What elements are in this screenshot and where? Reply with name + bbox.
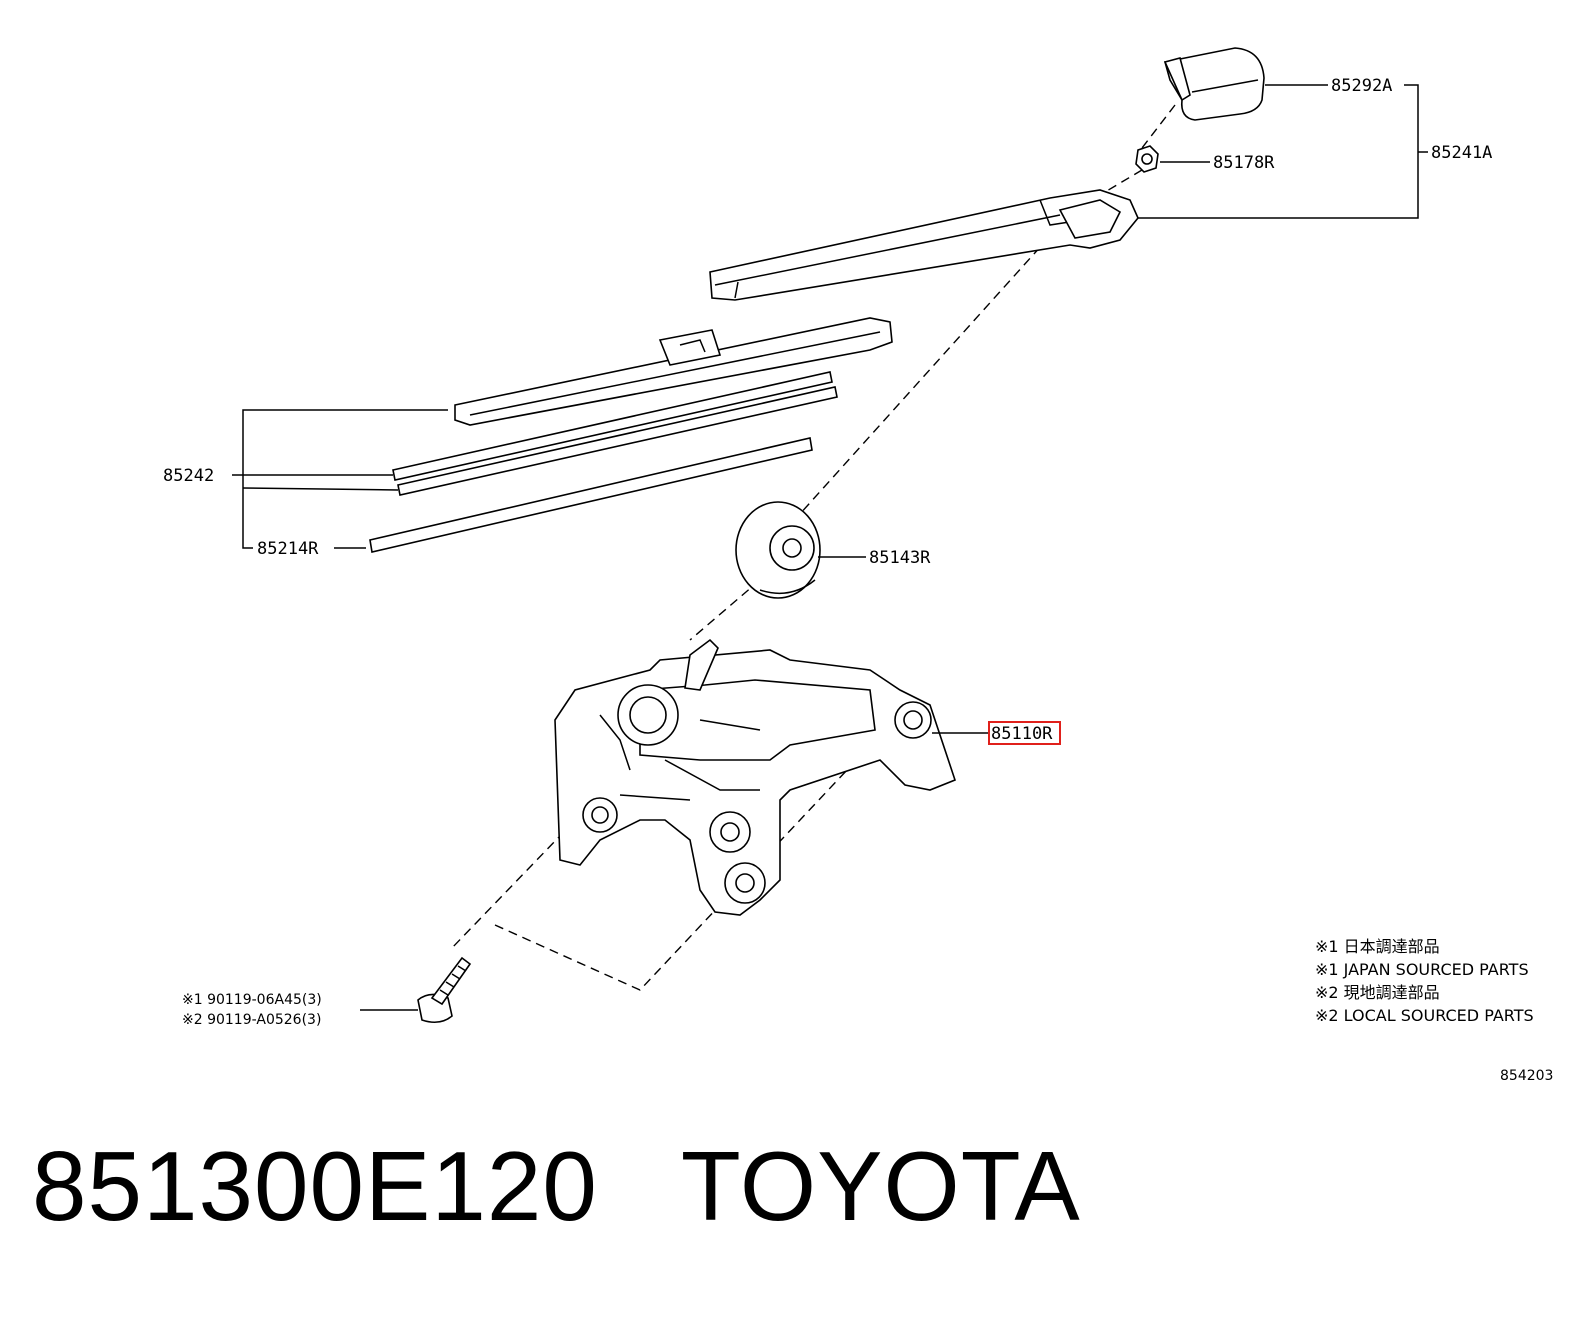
callout-85143R: 85143R — [869, 548, 931, 568]
note-line: ※2 LOCAL SOURCED PARTS — [1315, 1006, 1534, 1025]
diagram-code: 854203 — [1500, 1068, 1553, 1084]
callout-85214R: 85214R — [257, 539, 319, 559]
brand-name: TOYOTA — [680, 1131, 1081, 1241]
footer-caption: 851300E120 TOYOTA — [32, 1130, 1081, 1243]
leader-lines — [232, 84, 1428, 1011]
wiper-arm-part — [709, 189, 1139, 301]
wiper-rubber-strips — [369, 371, 838, 553]
highlight-box — [988, 721, 1061, 745]
callout-85178R: 85178R — [1213, 153, 1275, 173]
wiper-motor-part — [554, 638, 956, 916]
callout-85110R: 85110R — [991, 724, 1053, 744]
callout-85242: 85242 — [163, 466, 214, 486]
part-number: 851300E120 — [32, 1131, 598, 1241]
wiper-arm-cap-part — [1163, 47, 1265, 121]
note-line: ※2 現地調達部品 — [1315, 983, 1440, 1002]
bolt-part — [417, 956, 472, 1024]
callout-bolt-2: ※2 90119-A0526(3) — [182, 1012, 321, 1028]
sourcing-notes: ※1 日本調達部品 ※1 JAPAN SOURCED PARTS ※2 現地調達… — [1315, 937, 1534, 1025]
wiper-blade-part — [454, 317, 893, 426]
callout-85292A: 85292A — [1331, 76, 1392, 96]
wiper-parts-diagram: 85292A 85241A 85178R 85242 85214R 85143R… — [163, 47, 1553, 1084]
note-line: ※1 JAPAN SOURCED PARTS — [1315, 960, 1529, 979]
note-line: ※1 日本調達部品 — [1315, 937, 1440, 956]
callout-85241A: 85241A — [1431, 143, 1492, 163]
assembly-dashed-lines — [449, 104, 1176, 991]
callout-bolt-1: ※1 90119-06A45(3) — [182, 992, 322, 1008]
pivot-cover-part — [735, 501, 821, 599]
nut-part — [1135, 145, 1159, 173]
